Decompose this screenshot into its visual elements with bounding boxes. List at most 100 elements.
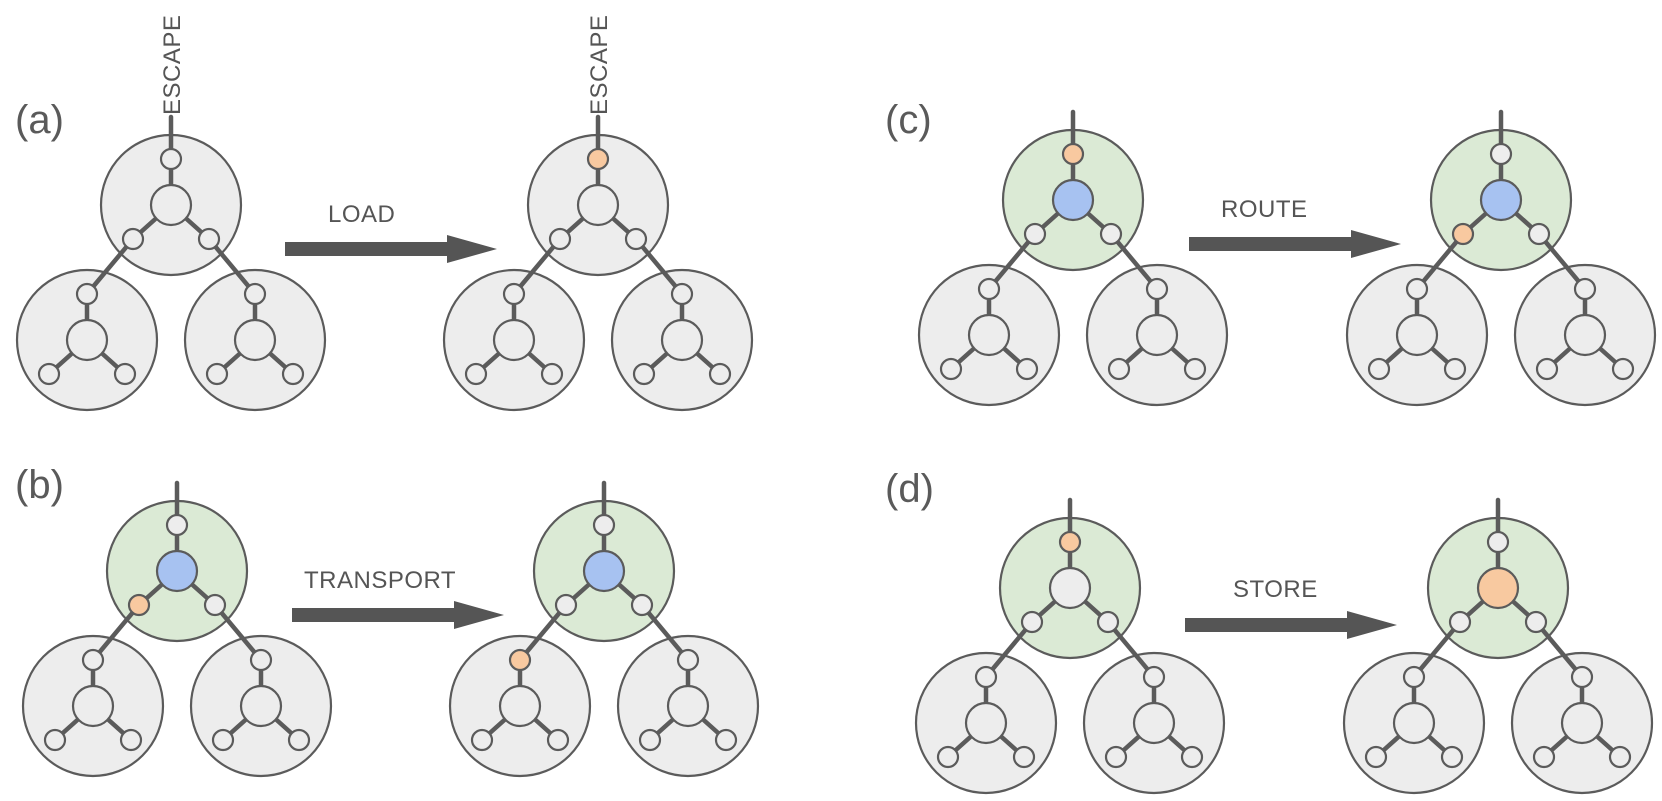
router-node — [239, 684, 283, 728]
port-node — [1405, 277, 1429, 301]
router-node — [492, 318, 536, 362]
port-node — [1099, 222, 1123, 246]
edge — [639, 602, 691, 663]
router-node — [964, 701, 1008, 745]
port-node — [1096, 610, 1120, 634]
leaf-node — [1364, 745, 1388, 769]
port-node — [554, 593, 578, 617]
port-node — [197, 227, 221, 251]
operation-label-load: LOAD — [328, 201, 395, 228]
port-node — [548, 227, 572, 251]
leaf-node — [1535, 357, 1559, 381]
port-node — [1061, 142, 1085, 166]
edge — [986, 231, 1038, 292]
router-node — [1132, 701, 1176, 745]
router-node — [1395, 313, 1439, 357]
port-node — [1402, 665, 1426, 689]
port-node — [1570, 665, 1594, 689]
leaf-node — [714, 728, 738, 752]
port-node — [630, 593, 654, 617]
port-node — [75, 282, 99, 306]
leaf-node — [211, 728, 235, 752]
router-node — [1560, 701, 1604, 745]
port-node — [1145, 277, 1169, 301]
escape-label: ESCAPE — [159, 15, 186, 115]
panel-label-d: (d) — [885, 467, 934, 511]
leaf-node — [113, 362, 137, 386]
leaf-node — [1440, 745, 1464, 769]
port-node — [1573, 277, 1597, 301]
tree-a-after — [442, 114, 754, 412]
panel-label-b: (b) — [15, 463, 64, 507]
port-node — [670, 282, 694, 306]
port-node — [81, 648, 105, 672]
edge — [1414, 231, 1466, 292]
leaf-node — [1012, 745, 1036, 769]
router-node — [582, 549, 626, 593]
port-node — [502, 282, 526, 306]
router-node — [1051, 178, 1095, 222]
panel-label-c: (c) — [885, 98, 932, 142]
leaf-node — [464, 362, 488, 386]
edge — [633, 236, 685, 297]
router-node — [1476, 566, 1520, 610]
port-node — [592, 513, 616, 537]
arrow-icon — [292, 601, 504, 629]
tree-a-before — [15, 114, 327, 412]
router-node — [1392, 701, 1436, 745]
leaf-node — [1104, 745, 1128, 769]
tree-d-after — [1342, 497, 1654, 795]
port-node — [203, 593, 227, 617]
tree-b-before — [21, 480, 333, 778]
port-node — [974, 665, 998, 689]
operation-label-store: STORE — [1233, 576, 1318, 603]
edge — [1533, 619, 1585, 680]
router-node — [65, 318, 109, 362]
edge — [517, 602, 569, 663]
tree-b-after — [448, 480, 760, 778]
edge — [84, 236, 136, 297]
router-node — [1479, 178, 1523, 222]
leaf-node — [708, 362, 732, 386]
router-node — [660, 318, 704, 362]
leaf-node — [1107, 357, 1131, 381]
port-node — [1524, 610, 1548, 634]
edge — [1536, 231, 1588, 292]
port-node — [1448, 610, 1472, 634]
leaf-node — [540, 362, 564, 386]
leaf-node — [936, 745, 960, 769]
router-node — [155, 549, 199, 593]
port-node — [624, 227, 648, 251]
port-node — [127, 593, 151, 617]
edge — [90, 602, 142, 663]
leaf-node — [638, 728, 662, 752]
port-node — [1142, 665, 1166, 689]
router-node — [233, 318, 277, 362]
port-node — [977, 277, 1001, 301]
port-node — [249, 648, 273, 672]
port-node — [676, 648, 700, 672]
arrow-icon — [1185, 611, 1397, 639]
arrow-icon — [285, 235, 497, 263]
leaf-node — [119, 728, 143, 752]
leaf-node — [546, 728, 570, 752]
leaf-node — [1532, 745, 1556, 769]
edge — [1108, 231, 1160, 292]
router-node — [576, 183, 620, 227]
leaf-node — [1180, 745, 1204, 769]
port-node — [1527, 222, 1551, 246]
port-node — [243, 282, 267, 306]
router-node — [149, 183, 193, 227]
port-node — [159, 147, 183, 171]
tree-c-before — [917, 109, 1229, 407]
edge — [983, 619, 1035, 680]
router-node — [1135, 313, 1179, 357]
leaf-node — [37, 362, 61, 386]
port-node — [1489, 142, 1513, 166]
leaf-node — [281, 362, 305, 386]
router-node — [666, 684, 710, 728]
leaf-node — [1183, 357, 1207, 381]
leaf-node — [1015, 357, 1039, 381]
leaf-node — [205, 362, 229, 386]
